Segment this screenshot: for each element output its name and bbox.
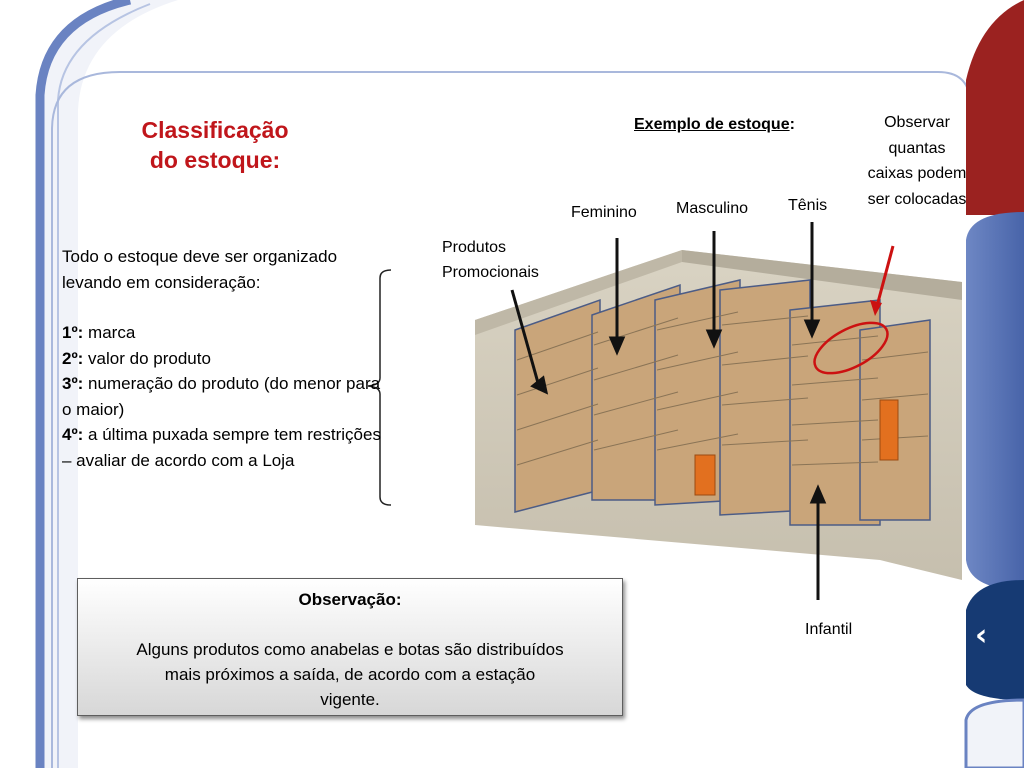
criterion-2: 2º: valor do produto bbox=[62, 348, 211, 368]
label-masculino: Masculino bbox=[676, 200, 749, 217]
criterion-3: 3º: numeração do produto (do menor para … bbox=[62, 374, 381, 419]
label-observar: Observar quantas caixas podem ser coloca… bbox=[867, 114, 967, 208]
highlight-ellipse bbox=[813, 321, 889, 375]
left-curve-band bbox=[40, 0, 178, 768]
slide-title: Classificação do estoque: bbox=[120, 115, 310, 175]
criterion-4: 4º: a última puxada sempre tem restriçõe… bbox=[62, 425, 381, 470]
red-arrow bbox=[870, 245, 895, 316]
warehouse-illustration bbox=[475, 250, 962, 580]
right-tab-red bbox=[966, 0, 1024, 215]
label-tenis: Tênis bbox=[788, 197, 828, 214]
title-line-1: Classificação bbox=[141, 117, 289, 143]
observation-title: Observação: bbox=[298, 590, 402, 609]
content-border bbox=[51, 71, 971, 768]
right-tab-dark bbox=[966, 580, 1024, 700]
example-heading: Exemplo de estoque: bbox=[634, 116, 795, 133]
title-line-2: do estoque: bbox=[149, 147, 281, 173]
label-feminino: Feminino bbox=[571, 204, 637, 221]
observation-text: Alguns produtos como anabelas e botas sã… bbox=[136, 640, 564, 709]
label-infantil: Infantil bbox=[805, 621, 853, 638]
label-arrows bbox=[510, 222, 827, 600]
observation-box: Observação: Alguns produtos como anabela… bbox=[77, 578, 623, 716]
label-promocionais: Produtos Promocionais bbox=[442, 239, 539, 281]
curly-bracket bbox=[367, 269, 392, 506]
intro-text: Todo o estoque deve ser organizado levan… bbox=[62, 247, 338, 292]
right-tab-blue bbox=[966, 212, 1024, 590]
criteria-text: Todo o estoque deve ser organizado levan… bbox=[62, 244, 382, 473]
previous-slide-icon[interactable]: ‹ bbox=[975, 618, 988, 653]
criterion-1: 1º: marca bbox=[62, 323, 136, 342]
